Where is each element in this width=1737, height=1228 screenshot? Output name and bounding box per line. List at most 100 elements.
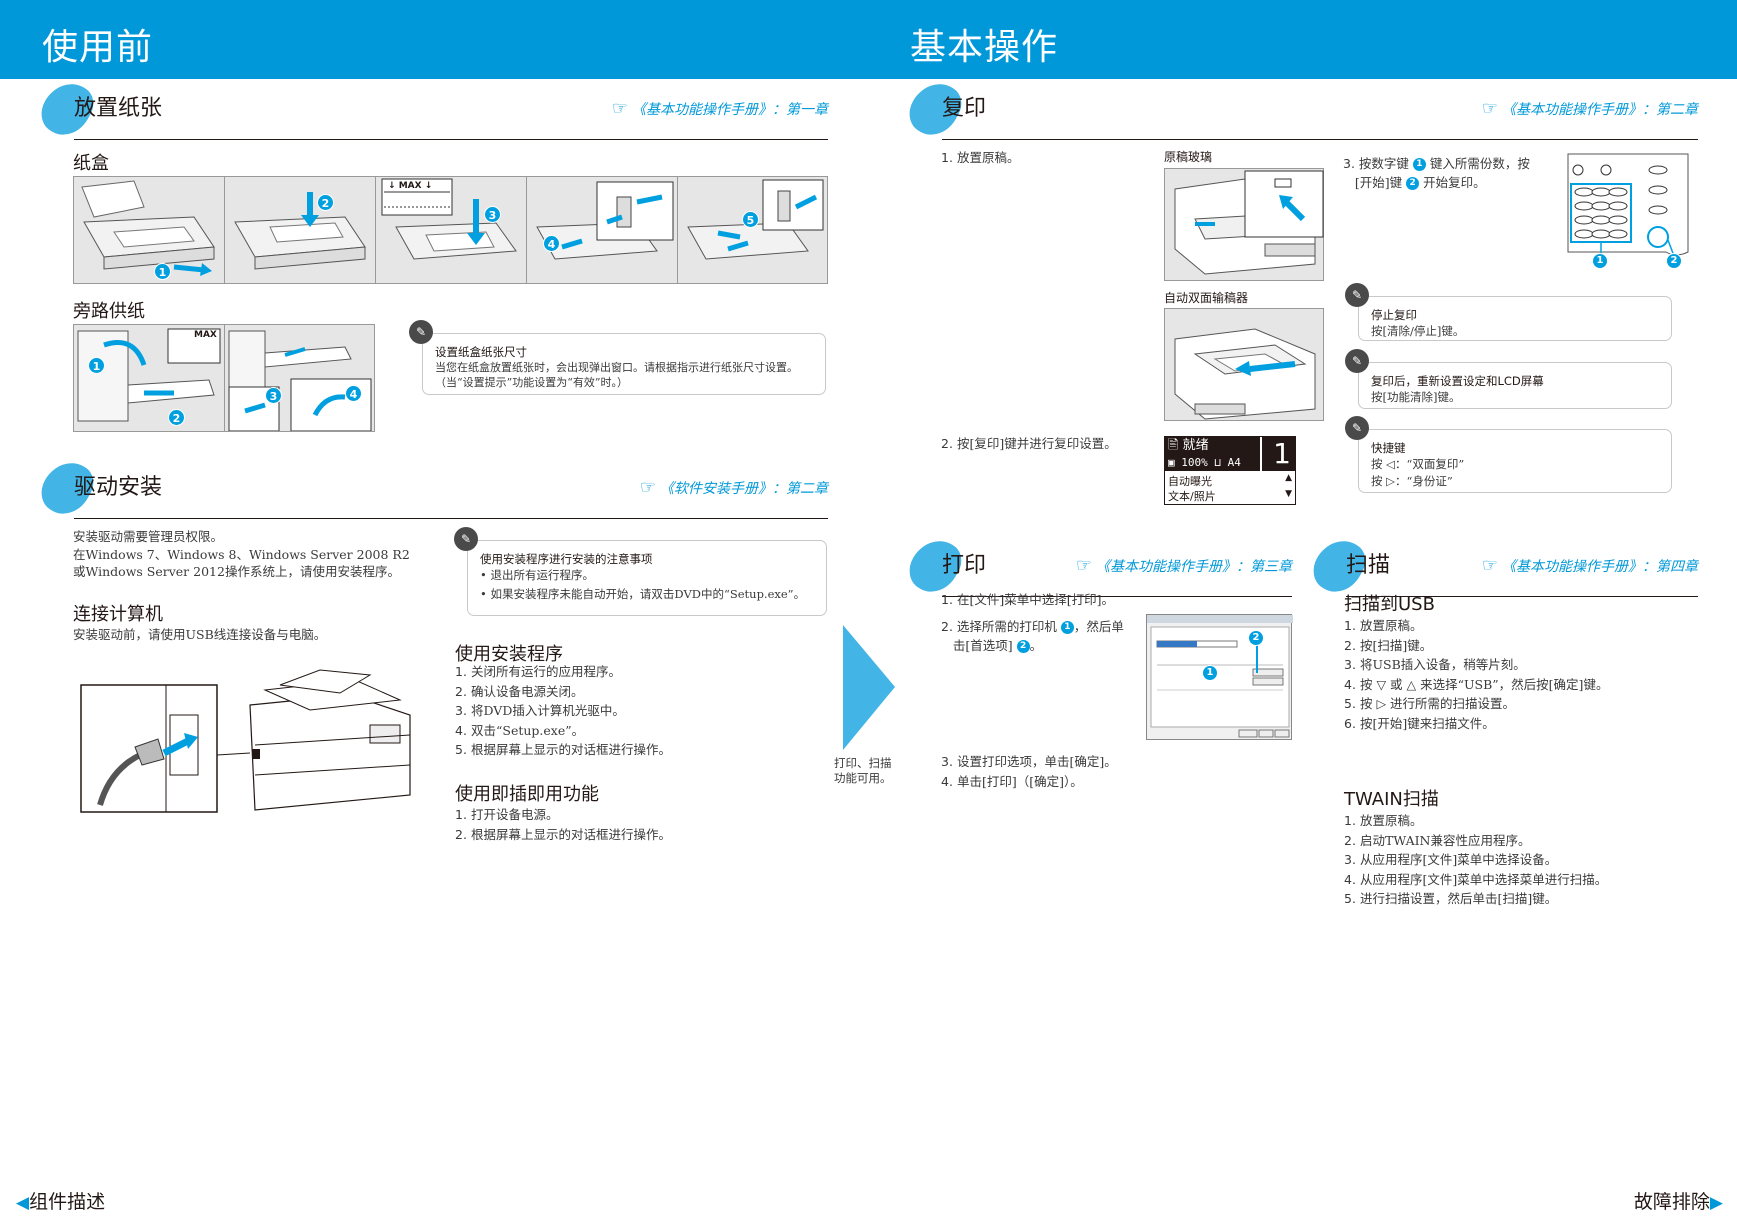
list-item: 3.将DVD插入计算机光驱中。 (455, 703, 625, 718)
list-item: 2.按[扫描]键。 (1344, 637, 1433, 653)
prev-page-label: 组件描述 (29, 1191, 106, 1213)
installer-steps-list: 1.关闭所有运行的应用程序。 2.确认设备电源关闭。 3.将DVD插入计算机光驱… (455, 662, 671, 760)
cassette-max-label: ↓ MAX ↓ (388, 181, 433, 191)
lcd-copy-count: 1 (1262, 437, 1295, 471)
section-rule (74, 139, 828, 140)
right-banner: 基本操作 (876, 0, 1737, 79)
next-page-link[interactable]: 故障排除▶ (1634, 1187, 1723, 1214)
section-rule (1346, 596, 1698, 597)
list-item: 3.将USB插入设备，稍等片刻。 (1344, 657, 1526, 672)
section-paper-title: 放置纸张 (74, 96, 163, 121)
scan-to-usb-steps-list: 1.放置原稿。 2.按[扫描]键。 3.将USB插入设备，稍等片刻。 4.按 ▽… (1344, 616, 1608, 733)
cassette-title: 纸盒 (73, 153, 109, 174)
section-scan-header: 扫描 ☞《基本功能操作手册》：第四章 (1305, 531, 1698, 601)
copy-step-3: 3. 按数字键 1 键入所需份数，按 [开始]键 2 开始复印。 (1343, 156, 1530, 190)
lcd-status-row: 🖹 就绪 (1165, 437, 1260, 455)
reset-note-body: 按[功能清除]键。 (1371, 390, 1461, 404)
installer-note-item-2: • 如果安装程序未能自动开始，请双击DVD中的“Setup.exe”。 (480, 587, 806, 601)
paper-note-body: 当您在纸盒放置纸张时，会出现弹出窗口。请根据指示进行纸张尺寸设置。（当“设置提示… (435, 361, 798, 389)
step-badge-5: 5 (742, 211, 759, 228)
keypad-badge-1: 1 (1592, 253, 1608, 269)
copy-step-1: 1.放置原稿。 (941, 148, 1020, 168)
pointing-hand-icon: ☞ (1481, 555, 1498, 576)
cassette-step-4-image: 4 (527, 177, 678, 283)
list-item: 4.按 ▽ 或 △ 来选择“USB”，然后按[确定]键。 (1344, 676, 1609, 692)
prev-page-link[interactable]: ◀组件描述 (16, 1187, 105, 1214)
bypass-illustration: MAX 1 2 3 4 (73, 324, 375, 432)
lcd-status-text: 就绪 (1182, 438, 1209, 453)
list-item: 2.根据屏幕上显示的对话框进行操作。 (455, 826, 672, 842)
pencil-note-icon: ✎ (1345, 283, 1369, 307)
adf-caption: 自动双面输稿器 (1164, 291, 1249, 305)
list-item: 1.在[文件]菜单中选择[打印]。 (941, 592, 1115, 607)
list-item: 2.确认设备电源关闭。 (455, 683, 584, 699)
triangle-right-icon: ▶ (1709, 1193, 1723, 1213)
pencil-note-icon: ✎ (454, 527, 478, 551)
cassette-step-5-image: 5 (678, 177, 829, 283)
installer-caution-note: ✎ 使用安装程序进行安装的注意事项 • 退出所有运行程序。 • 如果安装程序未能… (454, 527, 827, 616)
arrow-caption: 打印、扫描 功能可用。 (834, 756, 892, 786)
section-print-title: 打印 (942, 553, 987, 578)
plug-and-play-steps-list: 1.打开设备电源。 2.根据屏幕上显示的对话框进行操作。 (455, 805, 671, 844)
plug-and-play-title: 使用即插即用功能 (455, 784, 599, 805)
installer-title: 使用安装程序 (455, 644, 563, 665)
copy-manual-ref[interactable]: ☞《基本功能操作手册》：第二章 (1481, 98, 1698, 119)
keypad-badge-2: 2 (1666, 253, 1682, 269)
section-rule (74, 518, 828, 519)
scan-to-usb-title: 扫描到USB (1344, 594, 1435, 615)
print-steps-3-4: 3.设置打印选项，单击[确定]。 4.单击[打印]（[确定]）。 (941, 752, 1117, 791)
pencil-note-icon: ✎ (1345, 349, 1369, 373)
shortcut-note-title: 快捷键 (1371, 441, 1406, 455)
dialog-badge-1: 1 (1202, 665, 1218, 681)
list-item: 4.双击“Setup.exe”。 (455, 722, 585, 738)
installer-note-item-1: • 退出所有运行程序。 (480, 568, 594, 582)
bypass-step-2-image: 3 4 (225, 325, 376, 431)
driver-manual-ref[interactable]: ☞《软件安装手册》：第二章 (639, 477, 828, 498)
step-badge-2: 2 (317, 194, 334, 211)
paper-size-note: ✎ 设置纸盒纸张尺寸 当您在纸盒放置纸张时，会出现弹出窗口。请根据指示进行纸张尺… (409, 320, 826, 395)
list-item: 1.打开设备电源。 (455, 807, 559, 822)
section-rule (942, 139, 1698, 140)
cassette-illustration: 1 2 ↓ MAX ↓ 3 (73, 176, 828, 284)
cassette-step-3-image: ↓ MAX ↓ 3 (376, 177, 527, 283)
reset-note-title: 复印后，重新设置设定和LCD屏幕 (1371, 374, 1544, 388)
triangle-left-icon: ◀ (16, 1193, 30, 1213)
next-page-label: 故障排除 (1633, 1191, 1710, 1213)
connect-computer-title: 连接计算机 (73, 604, 163, 625)
list-item: 2.启动TWAIN兼容性应用程序。 (1344, 832, 1531, 848)
lcd-zoom-text: 100% (1181, 456, 1208, 469)
twain-scan-title: TWAIN扫描 (1344, 789, 1439, 810)
usb-connection-illustration (80, 665, 420, 815)
transition-arrow (843, 625, 895, 754)
paper-note-title: 设置纸盒纸张尺寸 (435, 345, 527, 359)
connect-computer-text: 安装驱动前，请使用USB线连接设备与电脑。 (73, 627, 327, 642)
scan-manual-ref[interactable]: ☞《基本功能操作手册》：第四章 (1481, 555, 1698, 576)
copy-step-2: 2.按[复印]键并进行复印设置。 (941, 434, 1117, 454)
adf-illustration (1164, 308, 1324, 421)
platen-glass-illustration (1164, 168, 1324, 281)
glass-caption: 原稿玻璃 (1164, 150, 1213, 164)
list-item: 6.按[开始]键来扫描文件。 (1344, 715, 1495, 731)
right-banner-title: 基本操作 (910, 27, 1059, 68)
pencil-note-icon: ✎ (409, 320, 433, 344)
cassette-step-1-image: 1 (74, 177, 225, 283)
left-banner: 使用前 (0, 0, 876, 79)
dialog-badge-2: 2 (1248, 630, 1264, 646)
lcd-zoom-row: ▣ 100% ⊔ A4 (1165, 455, 1260, 471)
left-banner-title: 使用前 (42, 27, 154, 68)
pointing-hand-icon: ☞ (1075, 555, 1092, 576)
lcd-mode-row: 文本/照片 (1168, 490, 1216, 503)
shortcut-note-body-2: 按 ▷：“身份证” (1371, 474, 1453, 488)
list-item: 5.按 ▷ 进行所需的扫描设置。 (1344, 696, 1516, 711)
scroll-up-icon: ▲ (1285, 473, 1292, 483)
driver-os-text: 在Windows 7、Windows 8、Windows Server 2008… (73, 547, 410, 579)
driver-admin-text: 安装驱动需要管理员权限。 (73, 529, 224, 544)
bypass-badge-1: 1 (88, 357, 105, 374)
list-item: 4.单击[打印]（[确定]）。 (941, 773, 1083, 789)
print-dialog-screenshot: 1 2 (1146, 614, 1293, 740)
inline-badge-2: 2 (1016, 640, 1030, 653)
bypass-badge-3: 3 (265, 387, 282, 404)
section-driver-header: 驱动安装 ☞《软件安装手册》：第二章 (33, 453, 828, 523)
print-manual-ref[interactable]: ☞《基本功能操作手册》：第三章 (1075, 555, 1292, 576)
paper-manual-ref[interactable]: ☞《基本功能操作手册》：第一章 (611, 98, 828, 119)
